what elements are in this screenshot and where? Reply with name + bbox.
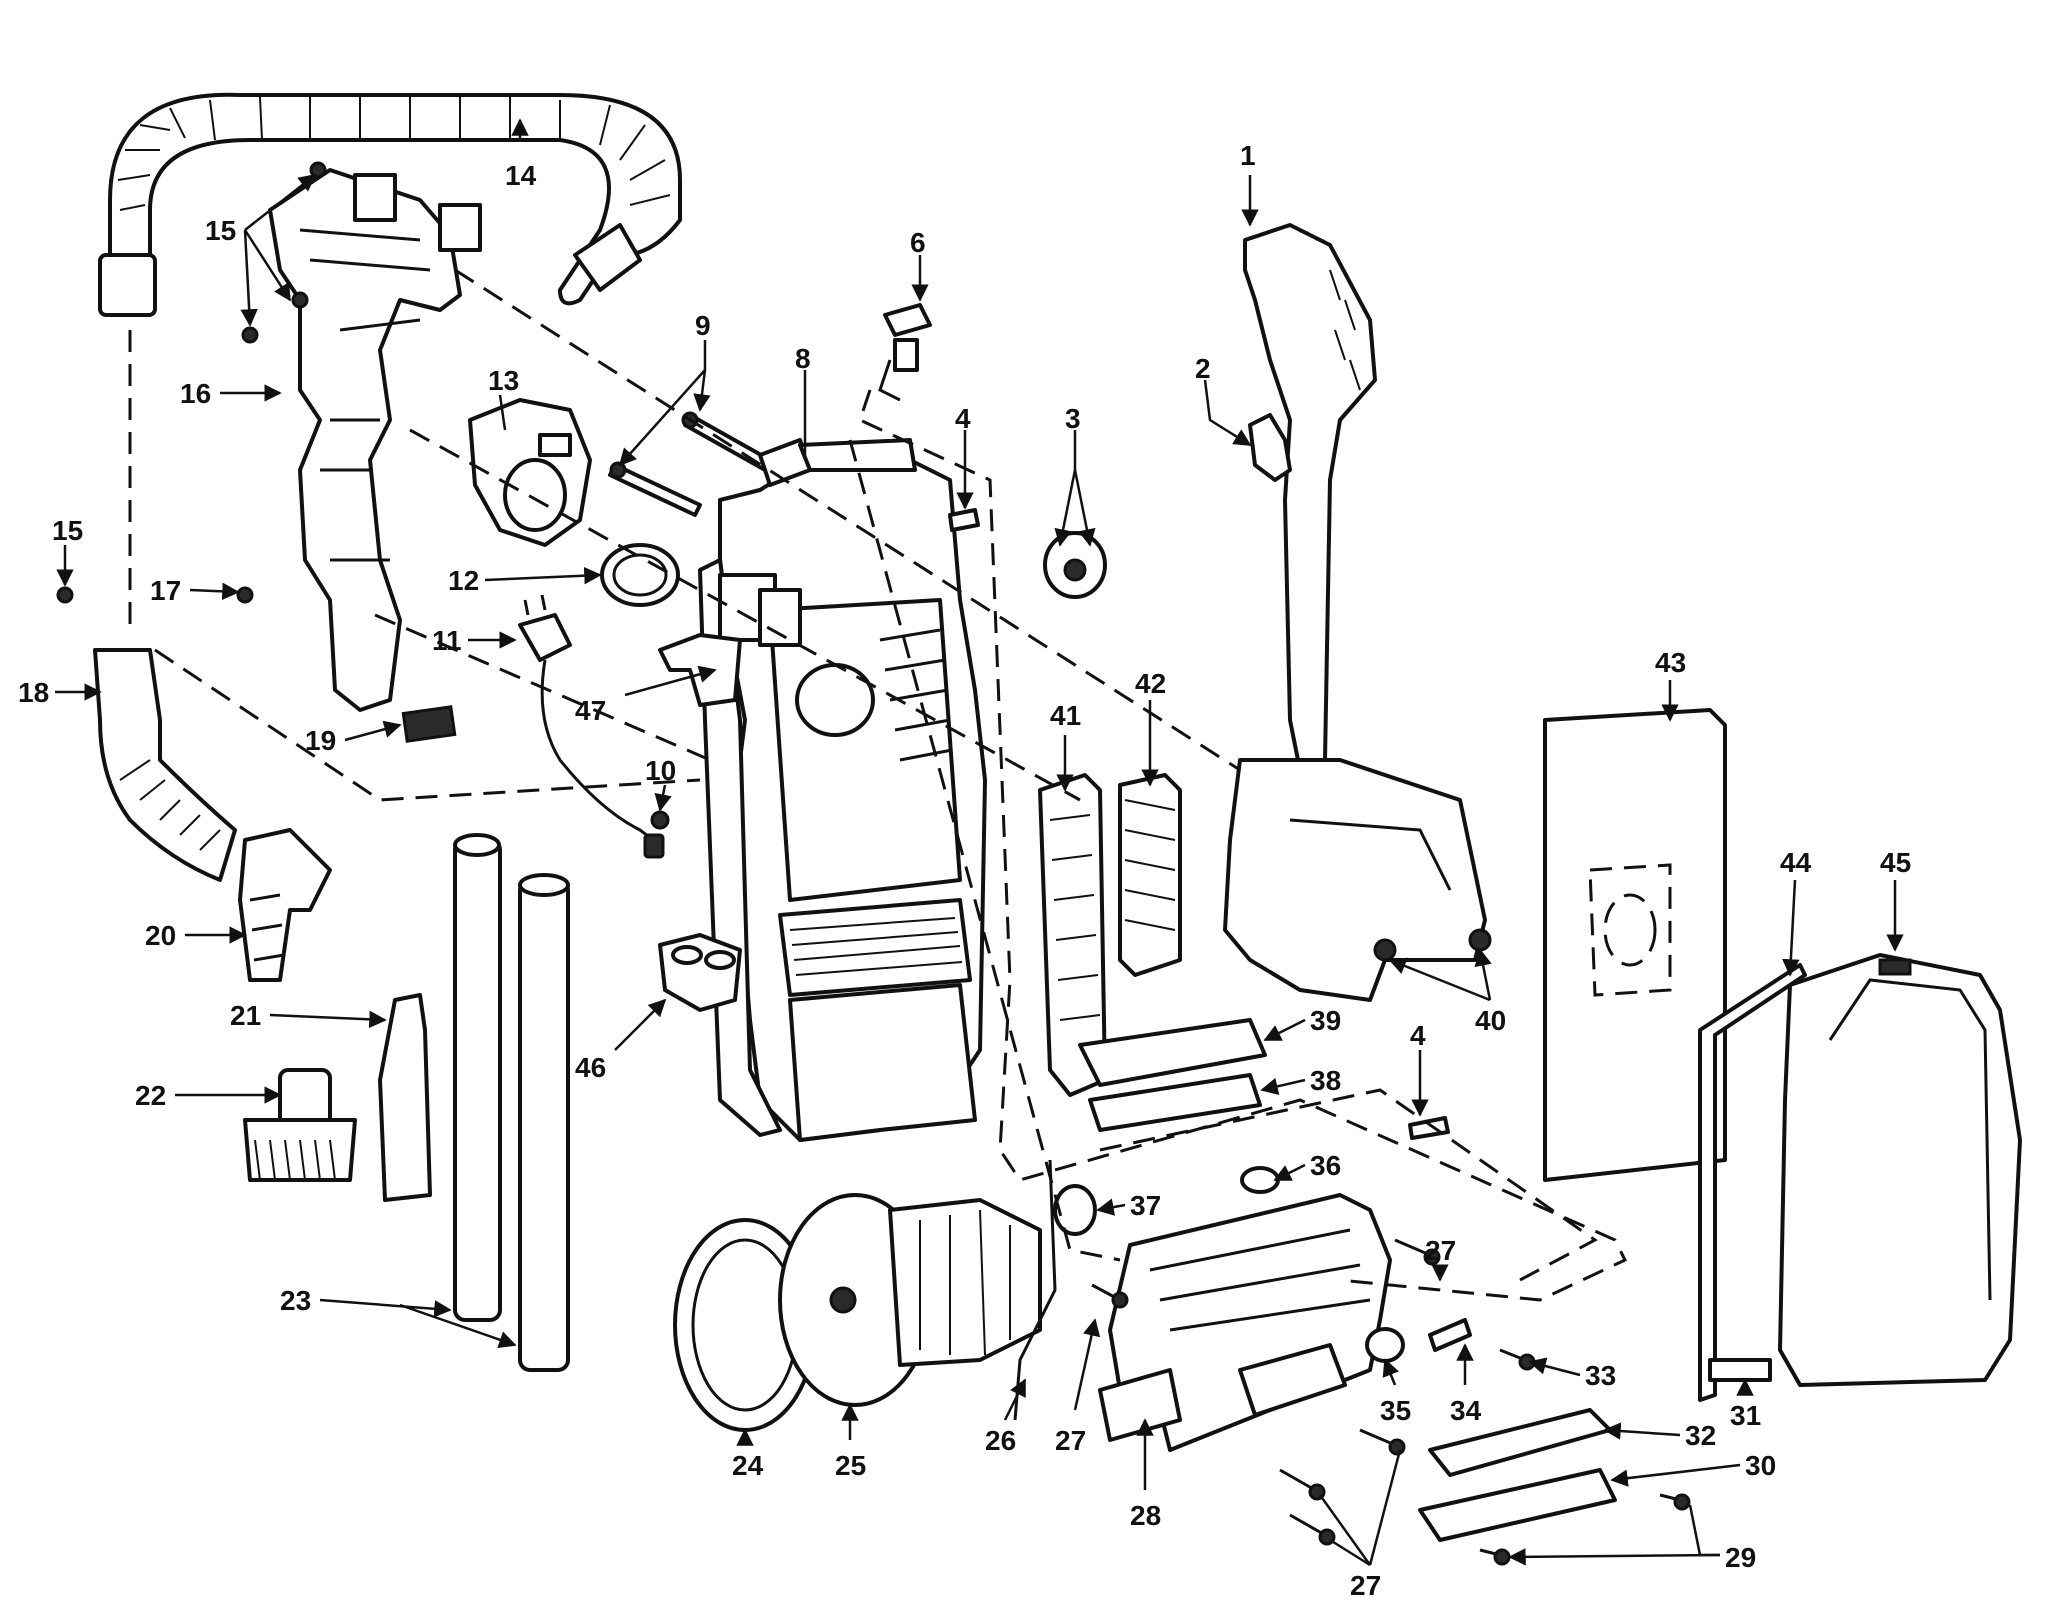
wand-hose xyxy=(93,648,237,882)
callout-13: 13 xyxy=(488,365,519,396)
switch xyxy=(878,303,932,402)
callout-8: 8 xyxy=(795,343,811,374)
callout-11: 11 xyxy=(432,625,462,656)
callout-29: 29 xyxy=(1725,1542,1756,1573)
callout-30: 30 xyxy=(1745,1450,1776,1481)
base xyxy=(1098,1193,1392,1452)
lever-34 xyxy=(1428,1318,1472,1352)
knob-36 xyxy=(1240,1166,1280,1194)
nut-40a xyxy=(1373,938,1397,962)
wands xyxy=(453,833,570,1372)
screw-10 xyxy=(650,810,670,830)
callout-4b: 4 xyxy=(1410,1020,1426,1051)
pedal xyxy=(1248,413,1292,482)
callout-31: 31 xyxy=(1730,1400,1761,1431)
callout-10: 10 xyxy=(645,755,676,786)
callout-14: 14 xyxy=(505,160,537,191)
callout-3: 3 xyxy=(1065,403,1081,434)
assembly-lines xyxy=(374,268,1628,1302)
crevice-tool xyxy=(378,993,432,1202)
upper-handle xyxy=(1223,223,1487,1002)
callout-15b: 15 xyxy=(52,515,83,546)
callout-37: 37 xyxy=(1130,1190,1161,1221)
callout-23: 23 xyxy=(280,1285,311,1316)
gasket-ring-inner xyxy=(612,553,668,597)
callout-45: 45 xyxy=(1880,847,1911,878)
foam-filter xyxy=(401,705,457,743)
callout-20: 20 xyxy=(145,920,176,951)
callout-33: 33 xyxy=(1585,1360,1616,1391)
callout-34: 34 xyxy=(1450,1395,1482,1426)
callout-27: 27 xyxy=(1425,1235,1456,1266)
callout-2: 2 xyxy=(1195,353,1211,384)
bag-frame xyxy=(1698,963,1807,1402)
callout-17: 17 xyxy=(150,575,181,606)
callout-28: 28 xyxy=(1130,1500,1161,1531)
callout-40: 40 xyxy=(1475,1005,1506,1036)
callout-27b: 27 xyxy=(1055,1425,1086,1456)
bumper-30 xyxy=(1418,1468,1617,1542)
callout-21: 21 xyxy=(230,1000,261,1031)
filter-42 xyxy=(1118,773,1182,977)
dusting-brush xyxy=(243,1068,357,1182)
gasket-strip xyxy=(1708,1358,1772,1382)
callout-15: 15 xyxy=(205,215,236,246)
callout-43: 43 xyxy=(1655,647,1686,678)
callout-44: 44 xyxy=(1780,847,1812,878)
callout-42: 42 xyxy=(1135,668,1166,699)
callout-24: 24 xyxy=(732,1450,764,1481)
callout-19: 19 xyxy=(305,725,336,756)
callout-35: 35 xyxy=(1380,1395,1411,1426)
hose xyxy=(98,92,682,317)
nut-40b xyxy=(1468,928,1492,952)
callout-9: 9 xyxy=(695,310,711,341)
callout-4: 4 xyxy=(955,403,971,434)
tool-holder xyxy=(658,933,742,1012)
bushing-37 xyxy=(1053,1184,1097,1236)
callout-22: 22 xyxy=(135,1080,166,1111)
callout-32: 32 xyxy=(1685,1420,1716,1451)
callout-16: 16 xyxy=(180,378,211,409)
wand-alignment-line xyxy=(154,648,701,802)
clip-4b xyxy=(1408,1116,1450,1140)
callout-26: 26 xyxy=(985,1425,1016,1456)
callout-27c: 27 xyxy=(1350,1570,1381,1600)
callout-47: 47 xyxy=(575,695,606,726)
clip-4 xyxy=(948,508,980,532)
callout-12: 12 xyxy=(448,565,479,596)
main-body xyxy=(698,438,987,1142)
callout-25: 25 xyxy=(835,1450,866,1481)
hose-connector xyxy=(468,398,592,547)
cord-plug xyxy=(518,594,665,859)
bracket-screws xyxy=(56,161,327,604)
bag-cover xyxy=(1778,953,2022,1387)
callout-41: 41 xyxy=(1050,700,1081,731)
filter-plate-39 xyxy=(1078,1018,1267,1087)
callout-39: 39 xyxy=(1310,1005,1341,1036)
dust-bag xyxy=(1543,708,1727,1182)
callout-18: 18 xyxy=(18,677,49,708)
leader-lines xyxy=(55,118,1904,1567)
callout-46: 46 xyxy=(575,1052,606,1083)
bushing xyxy=(1043,531,1107,599)
cord-hook xyxy=(658,633,742,707)
callout-1: 1 xyxy=(1240,140,1256,171)
callout-36: 36 xyxy=(1310,1150,1341,1181)
callout-labels: 1 2 3 4 4 6 8 9 10 11 12 13 14 15 15 16 … xyxy=(18,140,1911,1600)
callout-38: 38 xyxy=(1310,1065,1341,1096)
wheel-35 xyxy=(1365,1327,1405,1363)
callout-6: 6 xyxy=(910,227,926,258)
motor xyxy=(778,1193,1042,1407)
filter-plate-38 xyxy=(1088,1073,1262,1132)
upholstery-tool xyxy=(238,828,332,982)
hose-bracket xyxy=(268,168,482,712)
